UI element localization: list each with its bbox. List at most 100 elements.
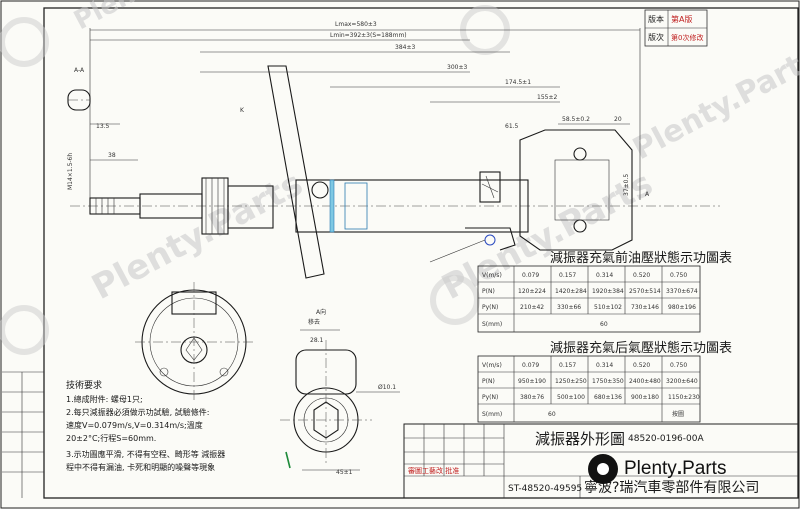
table-cell: 2570±514: [629, 288, 661, 295]
note-line: 2.每只減振器必須做示功試驗, 試驗條件:: [66, 407, 209, 417]
table-cell: 1420±284: [555, 288, 587, 295]
table-cell: 980±196: [668, 304, 696, 311]
plenty-parts-logo: Plenty.Parts: [588, 452, 788, 486]
table-cell: 60: [600, 321, 608, 328]
notes-heading: 技術要求: [66, 379, 102, 391]
table-cell: 1750±350: [592, 378, 624, 385]
dim-lmax: Lmax=580±3: [335, 21, 377, 28]
mount-detail: A向 移去 28.1 Ø10.1 45±1: [280, 308, 400, 476]
watermark-text: Plenty.Parts: [627, 40, 800, 167]
table-cell: 0.157: [559, 272, 576, 279]
table-after-title: 減振器充氣后氣壓狀態示功圖表: [550, 340, 732, 356]
table-cell: 680±136: [594, 394, 622, 401]
note-line: 程中不得有漏油, 卡死和明顯的噪聲等現象: [66, 462, 215, 472]
table-cell: S(mm): [482, 321, 502, 328]
table-cell: P(N): [482, 288, 495, 295]
table-cell: Py(N): [482, 394, 498, 401]
damping-table-before: 減振器充氣前油壓狀態示功圖表 V(m/s) 0.079 0.157 0.314 …: [477, 250, 732, 333]
table-cell: 0.314: [596, 362, 613, 369]
table-cell: 510±102: [594, 304, 622, 311]
table-cell: 330±66: [557, 304, 581, 311]
section-view: [135, 282, 255, 402]
watermark: Plenty.Parts Plenty.Parts Plenty.Parts P…: [0, 0, 800, 355]
table-cell: 950±190: [518, 378, 546, 385]
watermark-text: Plenty.Parts: [69, 0, 240, 36]
detail-label: A-A: [74, 67, 85, 74]
table-cell: 120±224: [518, 288, 546, 295]
brand-name: Plenty.Parts: [624, 458, 727, 479]
table-cell: 0.079: [522, 362, 539, 369]
shock-absorber-body: K A 37±0.5: [70, 65, 720, 279]
table-cell: P(N): [482, 378, 495, 385]
table-cell: 900±180: [631, 394, 659, 401]
table-before-title: 減振器充氣前油壓狀態示功圖表: [550, 250, 732, 266]
table-cell: 730±146: [631, 304, 659, 311]
view-a-title: A向: [316, 308, 326, 316]
revision-value: 第0次修改: [671, 33, 703, 42]
table-cell: 3200±640: [666, 378, 698, 385]
view-k-label: K: [240, 107, 245, 114]
table-cell: Py(N): [482, 304, 498, 311]
brand-name-suffix: Parts: [682, 458, 727, 479]
title-block: 審圖工藝改 批准 減振器外形圖 48520-0196-00A ST-48520-…: [403, 423, 799, 499]
part-name: 減振器外形圖: [535, 430, 625, 448]
note-line: 3.示功圖應平滑, 不得有空程、畸形等 減振器: [66, 449, 225, 459]
dim-20: 20: [614, 116, 622, 123]
table-cell: S(mm): [482, 411, 502, 418]
table-cell: 0.520: [633, 362, 650, 369]
revision-label: 版次: [648, 32, 664, 42]
brand-logo-icon: [588, 454, 618, 484]
part-number: ST-48520-49595: [508, 484, 582, 494]
table-cell: 1150±230: [668, 394, 700, 401]
drawing-number: 48520-0196-00A: [628, 434, 704, 444]
dim-155: 155±2: [537, 94, 557, 101]
stamp-text: 審圖工藝改 批准: [408, 466, 459, 475]
version-value: 第A版: [671, 14, 692, 24]
version-box: 版本 第A版 版次 第0次修改: [644, 9, 708, 47]
company-name: 寧波?瑞汽車零部件有限公司: [584, 479, 759, 496]
dim-61: 61.5: [505, 123, 519, 130]
version-label: 版本: [648, 14, 664, 24]
dim-300: 300±3: [447, 64, 467, 71]
dim-thread: M14×1.5-6h: [67, 153, 74, 190]
table-cell: 0.314: [596, 272, 613, 279]
dim-38: 38: [108, 152, 116, 159]
table-cell: V(m/s): [482, 362, 502, 369]
table-cell: 0.750: [670, 362, 687, 369]
table-cell: 按圖: [672, 410, 684, 418]
dim-37: 37±0.5: [623, 174, 630, 196]
table-cell: V(m/s): [482, 272, 502, 279]
table-cell: 0.750: [670, 272, 687, 279]
note-line: 速度V=0.079m/s,V=0.314m/s;溫度: [66, 420, 203, 430]
table-cell: 1920±384: [592, 288, 624, 295]
dim-58: 58.5±0.2: [562, 116, 590, 123]
table-cell: 380±76: [520, 394, 544, 401]
dim-174: 174.5±1: [505, 79, 531, 86]
dim-384: 384±3: [395, 44, 415, 51]
dim-13: 13.5: [96, 123, 110, 130]
note-line: 1.總成附件: 螺母1只;: [66, 394, 143, 404]
dim-28: 28.1: [310, 337, 324, 344]
thread-detail: A-A 13.5 38 M14×1.5-6h: [67, 67, 138, 190]
table-cell: 0.157: [559, 362, 576, 369]
table-cell: 1250±250: [555, 378, 587, 385]
table-cell: 0.520: [633, 272, 650, 279]
dim-45: 45±1: [336, 469, 353, 476]
damping-table-after: 減振器充氣后氣壓狀態示功圖表 V(m/s) 0.079 0.157 0.314 …: [477, 340, 732, 423]
table-cell: 2400±480: [629, 378, 661, 385]
brand-name-main: Plenty: [624, 458, 677, 479]
table-cell: 0.079: [522, 272, 539, 279]
dim-101: Ø10.1: [378, 384, 396, 391]
note-line: 20±2°C;行程S=60mm.: [66, 433, 156, 443]
table-cell: 500±100: [557, 394, 585, 401]
top-dimensions: Lmax=580±3 Lmin=392±3(S=188mm) 384±3 300…: [89, 21, 641, 200]
view-a-label: A: [645, 191, 650, 198]
dim-lmin: Lmin=392±3(S=188mm): [330, 32, 407, 39]
watermark-text: Plenty.Parts: [85, 164, 309, 308]
technical-notes: 技術要求 1.總成附件: 螺母1只; 2.每只減振器必須做示功試驗, 試驗條件:…: [66, 379, 225, 472]
view-a-note: 移去: [308, 318, 320, 326]
table-cell: 210±42: [520, 304, 544, 311]
